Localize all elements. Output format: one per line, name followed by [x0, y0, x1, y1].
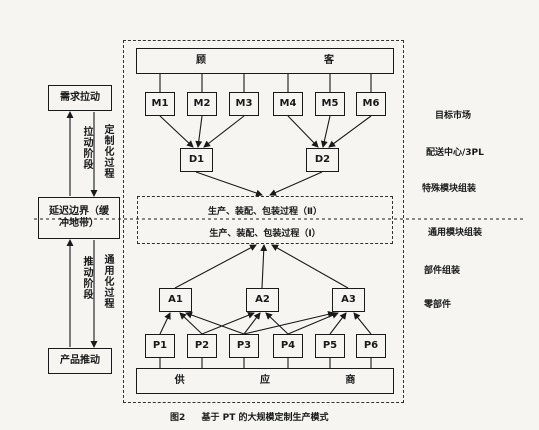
supplier-char-1: 供 — [174, 374, 185, 386]
distribution-d1: D1 — [180, 148, 213, 172]
assembly-a1: A1 — [159, 288, 192, 312]
figure-caption: 图2 基于 PT 的大规模定制生产模式 — [170, 410, 329, 423]
supplier-char-3: 商 — [345, 374, 356, 386]
process-1-label: 生产、装配、包装过程（Ⅰ） — [209, 229, 321, 239]
assembly-a2: A2 — [246, 288, 279, 312]
level-target-market: 目标市场 — [435, 111, 472, 121]
part-p1: P1 — [145, 334, 175, 358]
delay-boundary-box: 延迟边界（缓冲地带） — [38, 197, 120, 239]
distribution-d2: D2 — [306, 148, 339, 172]
level-distribution-center: 配送中心/3PL — [426, 148, 484, 158]
push-stage-label: 推动阶段 — [81, 256, 92, 300]
level-special-module: 特殊模块组装 — [422, 184, 477, 194]
part-p5: P5 — [315, 334, 345, 358]
customer-box: 顾 客 — [136, 48, 394, 74]
supplier-box: 供 应 商 — [136, 368, 394, 394]
level-general-module: 通用模块组装 — [428, 228, 483, 238]
market-m1: M1 — [145, 92, 175, 116]
assembly-a3: A3 — [332, 288, 365, 312]
market-m3: M3 — [229, 92, 259, 116]
customer-char-2: 客 — [324, 54, 334, 66]
level-parts: 零部件 — [424, 300, 452, 310]
general-process-label: 通用化过程 — [102, 254, 113, 309]
supplier-char-2: 应 — [259, 374, 270, 386]
market-m5: M5 — [315, 92, 345, 116]
figure-number: 图2 — [170, 413, 186, 423]
part-p2: P2 — [187, 334, 217, 358]
market-m4: M4 — [273, 92, 303, 116]
pull-stage-label: 拉动阶段 — [81, 126, 92, 170]
market-m2: M2 — [187, 92, 217, 116]
part-p6: P6 — [356, 334, 386, 358]
level-component-assembly: 部件组装 — [424, 266, 461, 276]
market-m6: M6 — [356, 92, 386, 116]
figure-title: 基于 PT 的大规模定制生产模式 — [201, 413, 329, 423]
custom-process-label: 定制化过程 — [102, 124, 113, 179]
part-p3: P3 — [229, 334, 259, 358]
product-push-box: 产品推动 — [48, 348, 112, 374]
demand-pull-box: 需求拉动 — [48, 85, 112, 111]
diagram-frame — [123, 40, 404, 403]
process-2-label: 生产、装配、包装过程（Ⅱ） — [208, 207, 322, 217]
process-frame — [137, 196, 393, 244]
part-p4: P4 — [273, 334, 303, 358]
customer-char-1: 顾 — [196, 54, 206, 66]
